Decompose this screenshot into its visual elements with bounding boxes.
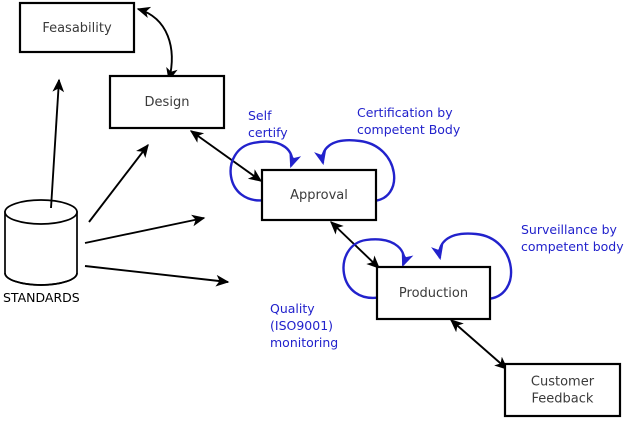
node-production-box	[375, 265, 492, 321]
node-customer-feedback-label-line2: Feedback	[532, 392, 594, 407]
node-approval-box	[260, 168, 378, 222]
node-customer-feedback[interactable]: Customer Feedback	[503, 362, 622, 418]
node-production[interactable]: Production	[375, 265, 492, 321]
cylinder-bottom-curve	[4, 272, 78, 286]
flow-standards-production[interactable]	[84, 265, 230, 287]
loop-surveillance-competent-body[interactable]	[431, 232, 513, 301]
loop-certification-competent-body[interactable]	[314, 139, 396, 203]
node-feasability-label: Feasability	[42, 21, 112, 36]
label-self-certify-line1: Self	[248, 108, 272, 123]
annotation-loops	[229, 139, 513, 301]
datastore-standards[interactable]: STANDARDS	[3, 199, 80, 305]
annotation-labels: Self certify Certification by competent …	[248, 105, 624, 350]
node-feasability-box	[18, 1, 136, 54]
flow-feasability-design[interactable]	[136, 6, 178, 82]
loop-self-certify[interactable]	[229, 140, 302, 202]
datastore-label: STANDARDS	[3, 290, 80, 305]
label-surveillance-line2: competent body	[521, 239, 624, 254]
node-design-label: Design	[145, 95, 190, 110]
flow-standards-design[interactable]	[88, 143, 149, 223]
flow-standards-feasability[interactable]	[50, 78, 65, 209]
node-production-label: Production	[399, 286, 468, 301]
node-design[interactable]: Design	[108, 74, 226, 130]
flow-standards-approval[interactable]	[84, 214, 206, 244]
node-customer-feedback-box	[503, 362, 622, 418]
flow-design-approval[interactable]	[189, 130, 263, 182]
cylinder-top	[4, 199, 78, 225]
node-approval-label: Approval	[290, 188, 348, 203]
loop-quality-iso9001-monitoring[interactable]	[342, 238, 414, 300]
label-quality-line1: Quality	[270, 301, 315, 316]
label-surveillance-line1: Surveillance by	[521, 222, 618, 237]
label-quality-line3: monitoring	[270, 335, 338, 350]
label-quality-line2: (ISO9001)	[270, 318, 333, 333]
flow-production-customer-feedback[interactable]	[449, 319, 509, 370]
node-customer-feedback-label-line1: Customer	[531, 375, 595, 390]
node-design-box	[108, 74, 226, 130]
label-self-certify-line2: certify	[248, 125, 288, 140]
label-certification-line1: Certification by	[357, 105, 453, 120]
label-certification-line2: competent Body	[357, 122, 461, 137]
node-feasability[interactable]: Feasability	[18, 1, 136, 54]
node-approval[interactable]: Approval	[260, 168, 378, 222]
